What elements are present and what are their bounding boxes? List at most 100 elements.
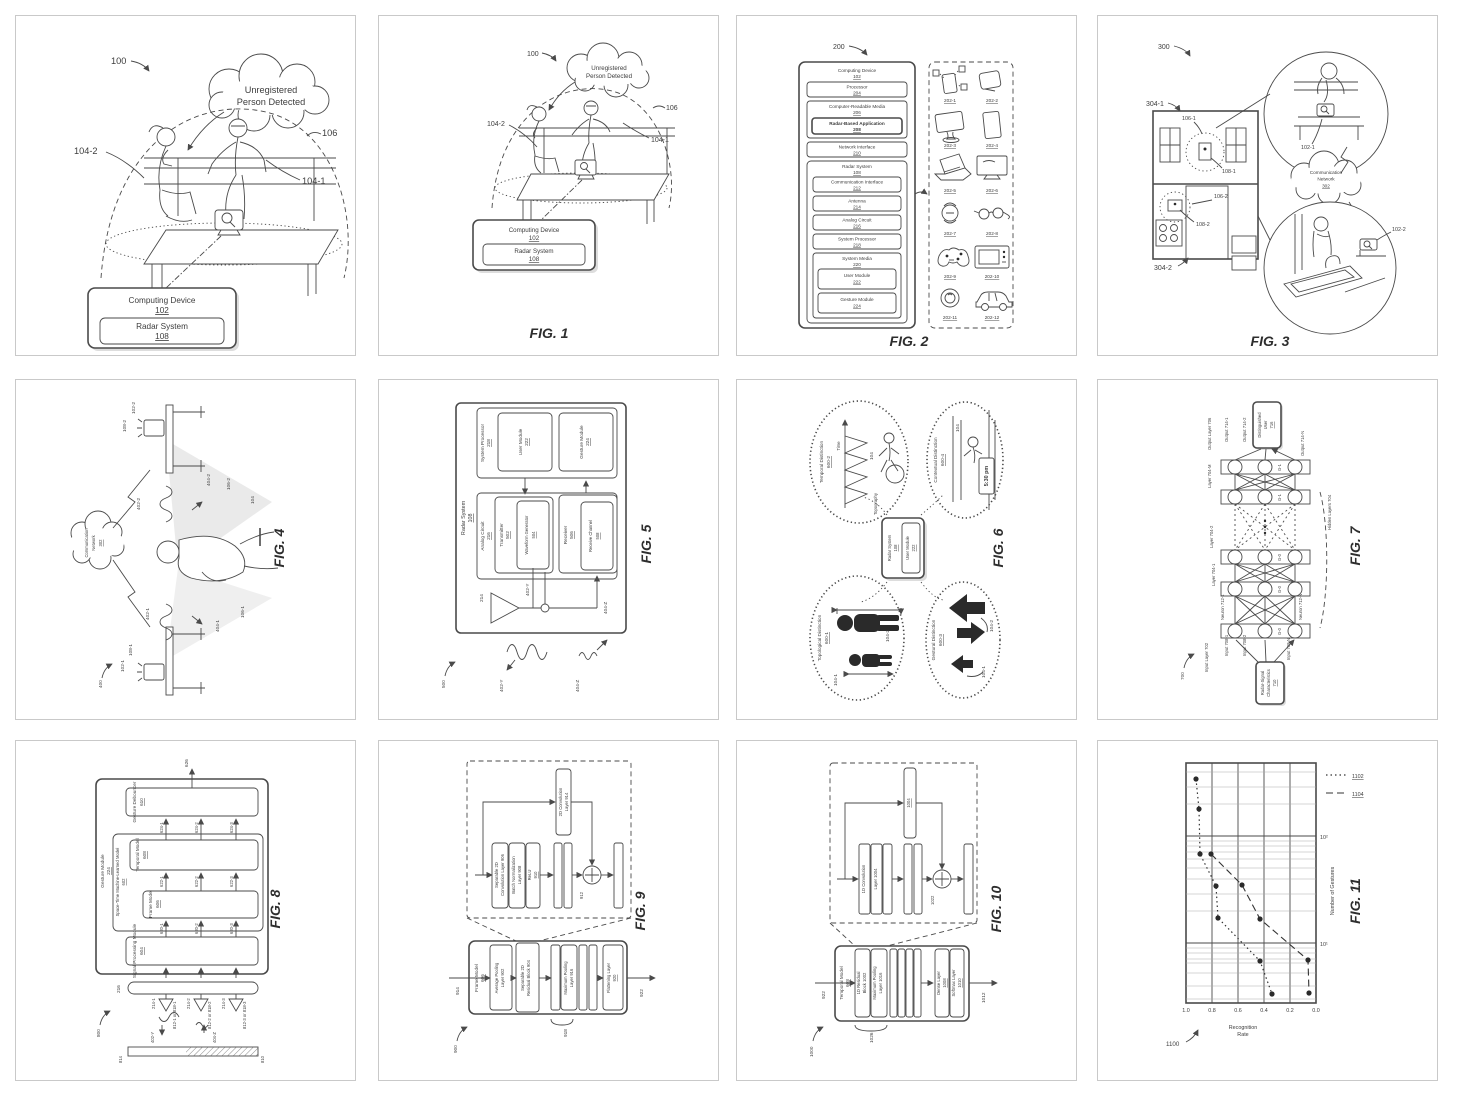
link-curve xyxy=(914,188,928,195)
svg-text:202-4: 202-4 xyxy=(986,143,998,148)
svg-text:Analog Circuit: Analog Circuit xyxy=(842,218,872,223)
ref-300: 300 xyxy=(1158,44,1191,57)
ref-104-2: 104-2 xyxy=(487,121,538,148)
svg-text:108-1: 108-1 xyxy=(1222,169,1236,175)
svg-text:0.6: 0.6 xyxy=(1234,1008,1242,1014)
figure-panel-fig7[interactable]: Distinguished User 716 G-1 G-1 G-0 G-0 G… xyxy=(1097,379,1438,720)
svg-text:1100: 1100 xyxy=(1166,1041,1180,1048)
speech-cloud: Unregistered Person Detected xyxy=(548,42,650,111)
input-ref: 914 xyxy=(455,987,460,995)
svg-text:108: 108 xyxy=(853,170,861,175)
svg-text:214-1: 214-1 xyxy=(151,998,156,1009)
ref-106-2: 106-2 xyxy=(1191,194,1228,205)
svg-text:300: 300 xyxy=(1158,44,1170,51)
analog-circuit-box: Analog Circuit 216 Transmitter 502 Wavef… xyxy=(476,492,618,580)
svg-text:810: 810 xyxy=(260,1055,265,1063)
svg-text:Output 714-1: Output 714-1 xyxy=(1224,417,1229,442)
svg-text:Dense Layer: Dense Layer xyxy=(936,971,941,995)
svg-text:202-12: 202-12 xyxy=(985,315,1000,320)
svg-text:System Processor: System Processor xyxy=(838,237,876,242)
svg-text:Processor: Processor xyxy=(846,85,868,90)
log-tick-10: 10¹ xyxy=(1320,942,1328,948)
svg-text:202-8: 202-8 xyxy=(986,231,998,236)
svg-text:Output Layer 706: Output Layer 706 xyxy=(1207,417,1212,450)
svg-text:Computing Device: Computing Device xyxy=(509,227,560,234)
svg-text:910: 910 xyxy=(533,871,538,879)
svg-text:216: 216 xyxy=(486,532,491,540)
svg-text:812-2 or 818-2: 812-2 or 818-2 xyxy=(207,1001,212,1029)
ref-108-2: 108-2 xyxy=(1179,209,1210,228)
svg-text:800: 800 xyxy=(96,1029,101,1037)
cloud-line2: Person Detected xyxy=(237,97,305,107)
speech-cloud: Unregistered Person Detected xyxy=(187,53,330,151)
svg-text:Communication: Communication xyxy=(1310,170,1343,175)
bench xyxy=(519,127,675,176)
svg-text:Radar System: Radar System xyxy=(842,164,872,169)
figure-panel-fig1[interactable]: 100 Unregistered Person Detected Computi… xyxy=(378,15,719,356)
fig4-labels: 102-2 108-2 402-2 404-2 106-2 104 402-1 … xyxy=(98,402,255,688)
svg-text:624-2: 624-2 xyxy=(194,822,199,833)
svg-text:402-Y: 402-Y xyxy=(150,1032,155,1043)
svg-text:202-1: 202-1 xyxy=(944,98,956,103)
svg-text:212: 212 xyxy=(853,186,861,191)
svg-text:224: 224 xyxy=(585,438,590,446)
svg-text:104-2: 104-2 xyxy=(74,146,98,156)
fig5-caption: FIG. 5 xyxy=(638,524,654,563)
sum-ref: 1022 xyxy=(930,895,935,905)
ref-106: 106 xyxy=(652,105,678,112)
figure-panel-cover[interactable]: 100 Unregistered Person Detected Computi… xyxy=(15,15,356,356)
svg-text:0.4: 0.4 xyxy=(1260,1008,1268,1014)
figure-panel-fig3[interactable]: 300 304-1 106-1 108-1 106-2 108-2 304-2 xyxy=(1097,15,1438,356)
fig3: 300 304-1 106-1 108-1 106-2 108-2 304-2 xyxy=(1146,44,1406,349)
legend-1104: 1104 xyxy=(1352,792,1364,798)
svg-text:402-2: 402-2 xyxy=(136,498,141,510)
figure-panel-fig4[interactable]: Communication Network 302 102-2 108-2 40… xyxy=(15,379,356,720)
svg-text:Radar System: Radar System xyxy=(887,534,892,561)
svg-text:920: 920 xyxy=(612,974,617,982)
svg-text:700: 700 xyxy=(1180,672,1185,680)
cloud-line1: Unregistered xyxy=(245,85,298,95)
figure-panel-fig8[interactable]: Gesture Module 224 Gesture Debouncer 610… xyxy=(15,740,356,1081)
system-processor-box: System Processor 218 User Module 222 Ges… xyxy=(476,407,618,479)
svg-text:402-Y: 402-Y xyxy=(525,583,530,596)
svg-text:Gesture Module: Gesture Module xyxy=(579,425,584,459)
figure-panel-fig5[interactable]: Radar System 108 System Processor 218 Us… xyxy=(378,379,719,720)
svg-text:222: 222 xyxy=(524,438,529,446)
svg-text:106-1: 106-1 xyxy=(240,606,245,618)
svg-text:Time: Time xyxy=(836,441,841,451)
fig9: Separable 2D Convolution Layer 906 Batch… xyxy=(449,760,656,1053)
svg-text:Layer 1016: Layer 1016 xyxy=(878,972,883,994)
svg-text:0.0: 0.0 xyxy=(1312,1008,1320,1014)
figure-panel-fig2[interactable]: 200 Computing Device 102 Processor 204 C… xyxy=(736,15,1077,356)
svg-text:Gestural Distinction: Gestural Distinction xyxy=(931,619,936,660)
skip-conv-ref: 1004 xyxy=(906,798,911,808)
contextual-distinction: Contextual Distinction 600-4 104 5:30 pm xyxy=(926,401,1004,519)
detail-box xyxy=(829,762,978,924)
nn-connections xyxy=(1234,449,1295,663)
fig8-caption: FIG. 8 xyxy=(267,889,283,928)
svg-text:2D Convolution: 2D Convolution xyxy=(558,787,563,816)
figure-panel-fig11[interactable]: 1.0 0.8 0.6 0.4 0.2 0.0 10² 10¹ Number o… xyxy=(1097,740,1438,1081)
svg-text:620-1: 620-1 xyxy=(159,923,164,934)
svg-text:Layer 704-M: Layer 704-M xyxy=(1207,464,1212,488)
game-controller-icon xyxy=(937,247,970,267)
svg-text:106-2: 106-2 xyxy=(226,478,231,490)
svg-text:622-1: 622-1 xyxy=(159,876,164,887)
radar-field-top xyxy=(166,440,272,568)
svg-text:506: 506 xyxy=(569,531,574,539)
figure-panel-fig9[interactable]: Separable 2D Convolution Layer 906 Batch… xyxy=(378,740,719,1081)
ref-200: 200 xyxy=(833,44,868,56)
svg-text:202-9: 202-9 xyxy=(944,274,956,279)
svg-text:Gesture Debouncer: Gesture Debouncer xyxy=(132,781,137,822)
svg-text:Average Pooling: Average Pooling xyxy=(494,962,499,993)
svg-text:104-2: 104-2 xyxy=(487,121,505,128)
figure-panel-fig6[interactable]: Radar System 108 User Module 222 Tempora… xyxy=(736,379,1077,720)
silhouette-small xyxy=(843,654,894,678)
svg-text:Topological Distinction: Topological Distinction xyxy=(817,614,822,661)
ref-104-1: 104-1 xyxy=(265,159,326,186)
radar-device xyxy=(214,209,244,236)
svg-text:502: 502 xyxy=(505,531,510,539)
fig7: Distinguished User 716 G-1 G-1 G-0 G-0 G… xyxy=(1180,401,1363,706)
figure-panel-fig10[interactable]: 1004 1D Convolution Layer 1004 1022 Temp… xyxy=(736,740,1077,1081)
